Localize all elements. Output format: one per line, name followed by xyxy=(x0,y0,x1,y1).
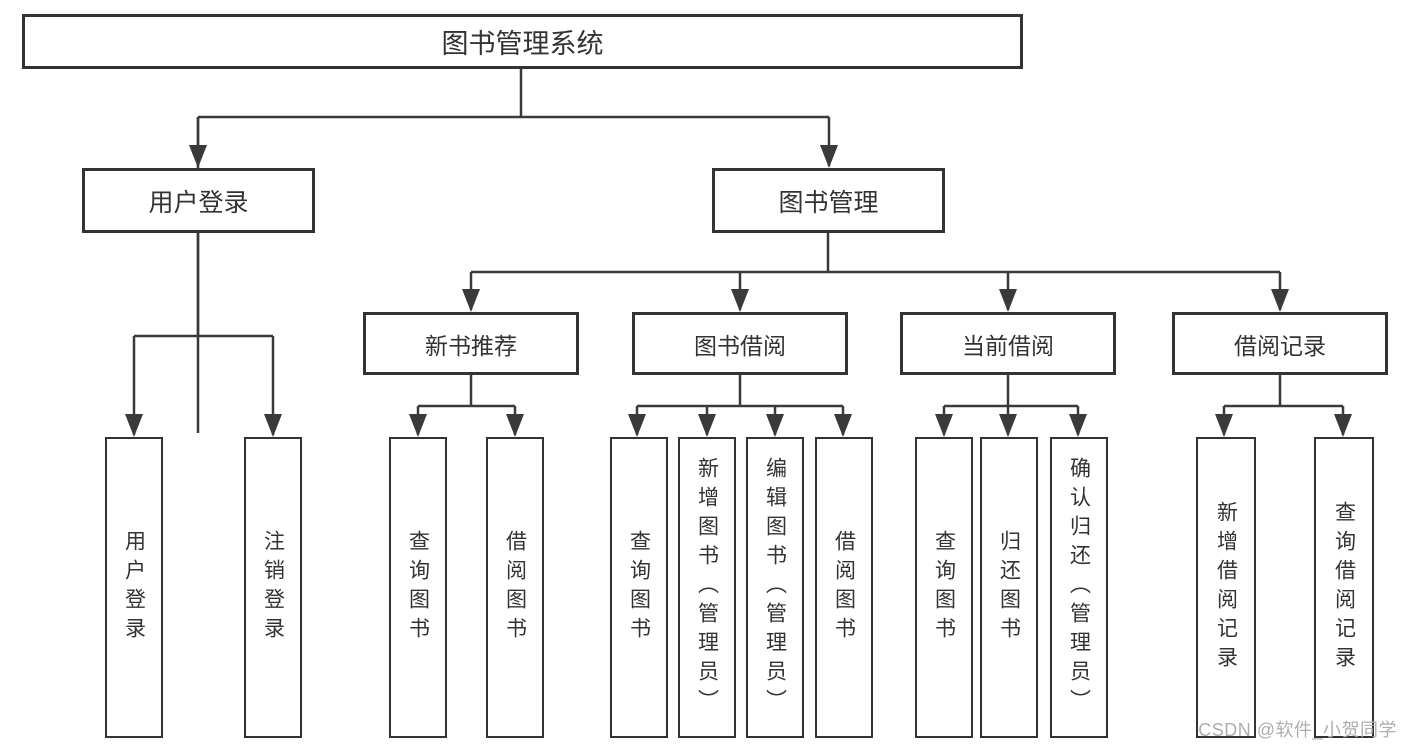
leaf-label: 查询图书 xyxy=(627,529,651,646)
leaf-label: 编辑图书（管理员） xyxy=(763,457,787,718)
leaf-label: 注销登录 xyxy=(261,529,285,646)
node-user-login: 用户登录 xyxy=(82,168,315,233)
leaf-borrow-books: 借阅图书 xyxy=(815,437,873,738)
leaf-query-books-borrow: 查询图书 xyxy=(610,437,668,738)
leaf-add-books-admin: 新增图书（管理员） xyxy=(678,437,736,738)
leaf-borrow-books-recommend: 借阅图书 xyxy=(486,437,544,738)
leaf-label: 用户登录 xyxy=(122,529,146,646)
leaf-query-borrow-record: 查询借阅记录 xyxy=(1314,437,1374,738)
leaf-query-books-current: 查询图书 xyxy=(915,437,973,738)
node-book-management: 图书管理 xyxy=(712,168,945,233)
leaf-label: 归还图书 xyxy=(997,529,1021,646)
leaf-label: 新增图书（管理员） xyxy=(695,457,719,718)
node-borrowing-records: 借阅记录 xyxy=(1172,312,1388,375)
leaf-label: 查询图书 xyxy=(406,529,430,646)
leaf-add-borrow-record: 新增借阅记录 xyxy=(1196,437,1256,738)
node-new-book-recommendation: 新书推荐 xyxy=(363,312,579,375)
leaf-label: 查询借阅记录 xyxy=(1332,500,1356,675)
leaf-logout: 注销登录 xyxy=(244,437,302,738)
leaf-label: 借阅图书 xyxy=(503,529,527,646)
leaf-user-login: 用户登录 xyxy=(105,437,163,738)
leaf-query-books-recommend: 查询图书 xyxy=(389,437,447,738)
leaf-label: 借阅图书 xyxy=(832,529,856,646)
watermark: CSDN @软件_小贺同学 xyxy=(1198,720,1397,740)
leaf-confirm-return-admin: 确认归还（管理员） xyxy=(1050,437,1108,738)
node-root: 图书管理系统 xyxy=(22,14,1023,69)
leaf-return-books: 归还图书 xyxy=(980,437,1038,738)
node-book-borrowing: 图书借阅 xyxy=(632,312,848,375)
leaf-edit-books-admin: 编辑图书（管理员） xyxy=(746,437,804,738)
arrowheads xyxy=(125,145,1352,437)
leaf-label: 确认归还（管理员） xyxy=(1067,457,1091,718)
node-current-borrowing: 当前借阅 xyxy=(900,312,1116,375)
leaf-label: 新增借阅记录 xyxy=(1214,500,1238,675)
leaf-label: 查询图书 xyxy=(932,529,956,646)
